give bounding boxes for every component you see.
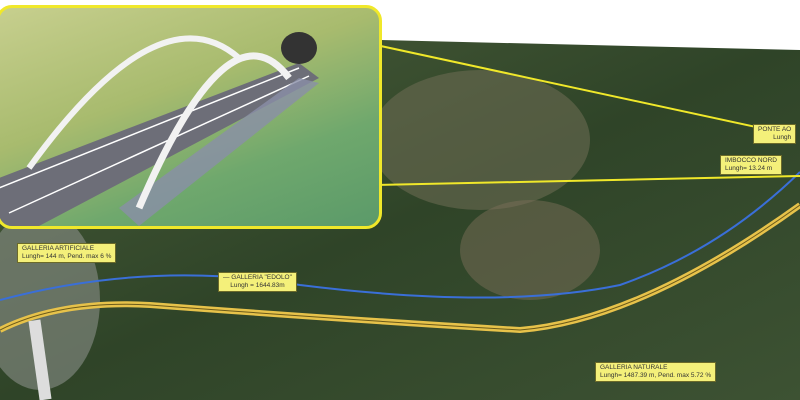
label-imbocco-nord: IMBOCCO NORD Lungh= 13.24 m (720, 155, 782, 175)
tunnel-alignment-line (0, 171, 800, 301)
label-detail: Lungh= 144 m, Pend. max 6 % (22, 253, 112, 260)
label-title: GALLERIA NATURALE (600, 364, 668, 371)
bridge-rendering-inset (0, 5, 382, 229)
label-detail: Lungh (773, 134, 792, 141)
inset-pointer-line (375, 44, 771, 131)
village-area (460, 200, 600, 300)
bridge-marker (28, 319, 52, 400)
label-detail: Lungh= 13.24 m (725, 165, 773, 172)
label-title: GALLERIA ARTIFICIALE (22, 245, 95, 252)
label-galleria-naturale: GALLERIA NATURALE Lungh= 1487.39 m, Pend… (595, 362, 717, 382)
label-title: PONTE AO (758, 126, 792, 133)
label-title: — GALLERIA "EDOLO" (223, 274, 292, 281)
village-area (370, 70, 590, 210)
label-galleria-artificiale: GALLERIA ARTIFICIALE Lungh= 144 m, Pend.… (17, 243, 117, 263)
inset-pointer-line (375, 175, 800, 186)
label-ponte: PONTE AO Lungh (753, 124, 797, 144)
label-detail: Lungh = 1644.83m (230, 282, 285, 289)
label-title: IMBOCCO NORD (725, 157, 777, 164)
tunnel-portal (281, 32, 317, 64)
label-galleria-edolo: — GALLERIA "EDOLO" Lungh = 1644.83m (218, 272, 297, 292)
bridge-3d-render (0, 32, 319, 226)
label-detail: Lungh= 1487.39 m, Pend. max 5.72 % (600, 372, 712, 379)
